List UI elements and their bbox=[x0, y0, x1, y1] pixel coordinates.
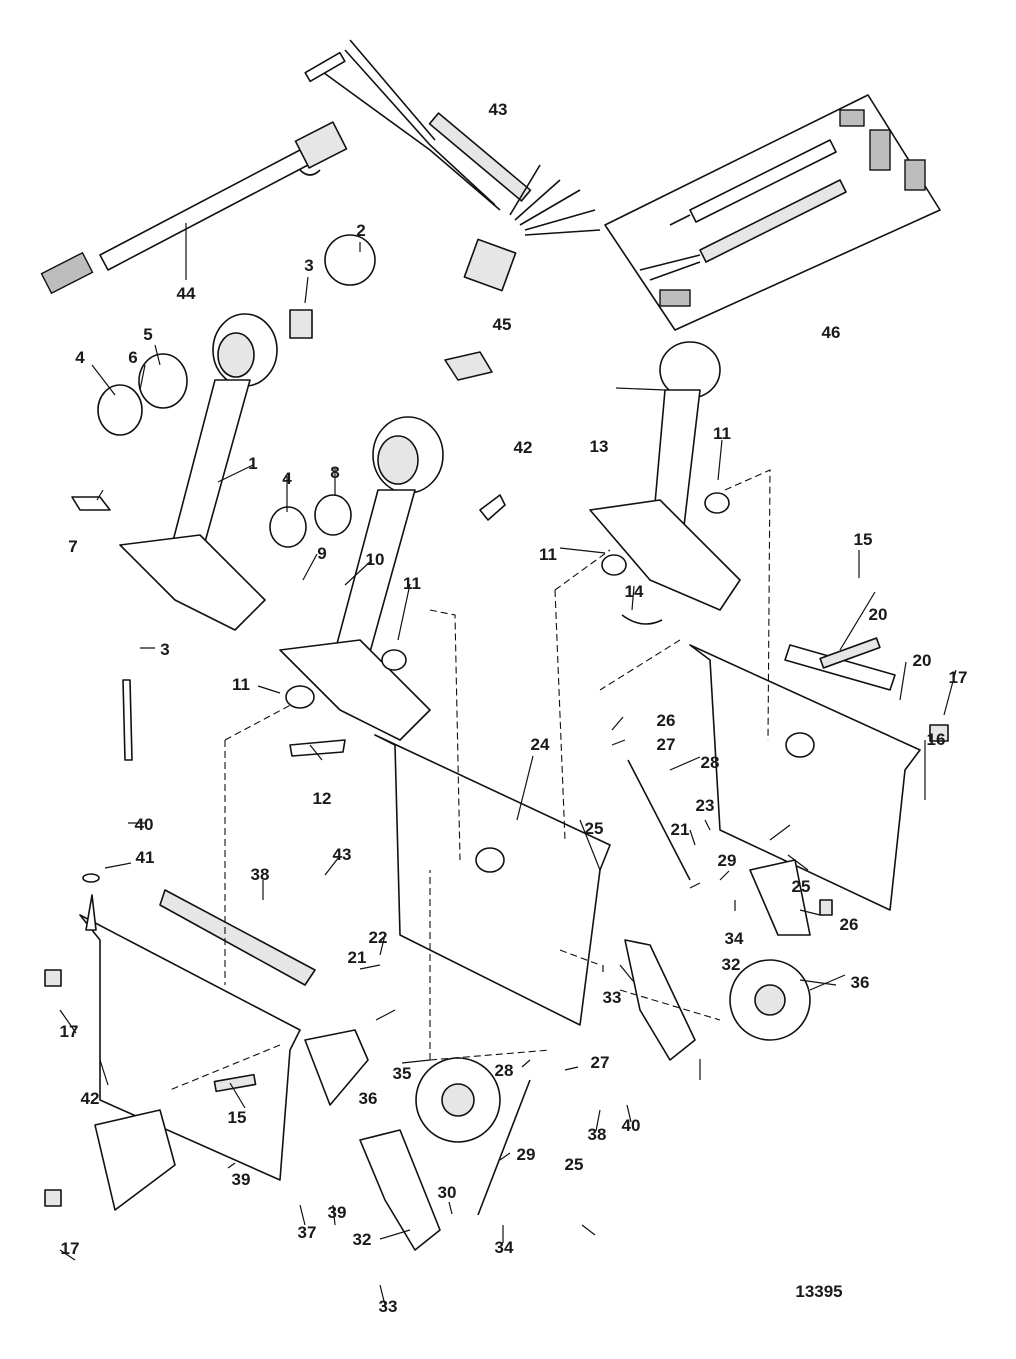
callout-45: 43 bbox=[489, 100, 508, 119]
control-handle-10 bbox=[279, 416, 444, 741]
callout-31: 32 bbox=[353, 1230, 372, 1249]
callout-23: 25 bbox=[792, 877, 811, 896]
callout-9: 9 bbox=[317, 544, 326, 563]
callout-46: 44 bbox=[177, 284, 196, 303]
callout-28-bottom: 29 bbox=[517, 1145, 536, 1164]
callout-21-right: 23 bbox=[696, 796, 715, 815]
callout-12: 12 bbox=[313, 789, 332, 808]
callout-11-right-top: 11 bbox=[713, 424, 731, 443]
link-rod-28-upper bbox=[627, 759, 691, 881]
callout-22: 24 bbox=[531, 735, 550, 754]
assembly-lines bbox=[169, 469, 771, 1091]
harness-48 bbox=[604, 94, 941, 331]
callout-48: 46 bbox=[822, 323, 841, 342]
callout-3-left: 3 bbox=[160, 640, 169, 659]
callout-25-bottom-text: 25 bbox=[565, 1155, 584, 1174]
callout-35: 36 bbox=[359, 1089, 378, 1108]
link-rod-28-lower bbox=[477, 1079, 531, 1216]
callout-14: 14 bbox=[625, 582, 644, 601]
callout-8: 8 bbox=[330, 463, 339, 482]
callout-36-left: 37 bbox=[298, 1223, 317, 1242]
plate-39 bbox=[79, 889, 316, 1181]
callout-10: 10 bbox=[366, 550, 385, 569]
callout-47: 45 bbox=[493, 315, 512, 334]
callout-11-right: 11 bbox=[539, 545, 557, 564]
plate-22 bbox=[374, 734, 611, 1026]
callout-43-text: 43 bbox=[333, 845, 352, 864]
callout-4-left: 4 bbox=[75, 348, 85, 367]
callout-21-center: 22 bbox=[369, 928, 388, 947]
callout-29-bottom: 30 bbox=[438, 1183, 457, 1202]
callout-26-bottom: 27 bbox=[591, 1053, 610, 1072]
callout-41-text: 41 bbox=[136, 848, 155, 867]
callout-34-center: 35 bbox=[393, 1064, 412, 1083]
callout-24: 26 bbox=[840, 915, 859, 934]
callout-25-top: 25 bbox=[585, 819, 604, 838]
callout-11-center: 11 bbox=[403, 574, 421, 593]
callout-27-bottom: 28 bbox=[495, 1061, 514, 1080]
callout-7: 7 bbox=[68, 537, 77, 556]
callout-36-right: 38 bbox=[588, 1125, 607, 1144]
callout-17-left: 17 bbox=[60, 1022, 79, 1041]
leader-lines bbox=[59, 223, 957, 1310]
callout-16: 16 bbox=[927, 730, 946, 749]
callout-19: 20 bbox=[913, 651, 932, 670]
callout-44: 42 bbox=[514, 438, 533, 457]
callout-32-right: 33 bbox=[603, 988, 622, 1007]
control-handle-13 bbox=[589, 341, 741, 611]
callout-27-top: 27 bbox=[657, 735, 676, 754]
callout-39-text: 39 bbox=[232, 1170, 251, 1189]
callout-13: 13 bbox=[590, 437, 609, 456]
callout-5: 5 bbox=[143, 325, 152, 344]
callout-38-text: 38 bbox=[251, 865, 270, 884]
callout-20-center: 21 bbox=[348, 948, 367, 967]
callout-26-top: 26 bbox=[657, 711, 676, 730]
callout-6: 6 bbox=[128, 348, 137, 367]
callout-15-right: 15 bbox=[854, 530, 873, 549]
callout-labels: 44 2 3 4 5 6 1 7 4 8 9 10 11 11 3 12 13 … bbox=[60, 100, 968, 1316]
harness-45 bbox=[304, 39, 601, 292]
callout-20-right: 21 bbox=[671, 820, 690, 839]
callout-1: 1 bbox=[248, 454, 257, 473]
callout-30: 32 bbox=[722, 955, 741, 974]
plate-19 bbox=[689, 644, 921, 911]
clip-47 bbox=[444, 351, 493, 381]
callout-37-left: 39 bbox=[328, 1203, 347, 1222]
harness-46 bbox=[40, 121, 348, 295]
arm-31 bbox=[359, 1129, 441, 1251]
callout-4-center: 4 bbox=[282, 469, 292, 488]
callout-2: 2 bbox=[356, 221, 365, 240]
callout-33-bottom: 34 bbox=[495, 1238, 514, 1257]
callout-33-top: 34 bbox=[725, 929, 744, 948]
callout-15-left: 15 bbox=[228, 1108, 247, 1127]
figure-number: 13395 bbox=[795, 1282, 842, 1301]
callout-28-top: 28 bbox=[701, 753, 720, 772]
callout-40-text: 40 bbox=[135, 815, 154, 834]
callout-42-text: 42 bbox=[81, 1089, 100, 1108]
callout-3-top: 3 bbox=[304, 256, 313, 275]
small-parts bbox=[44, 234, 949, 1211]
callout-18: 20 bbox=[869, 605, 888, 624]
control-handle-1 bbox=[119, 313, 278, 631]
arm-30 bbox=[624, 939, 696, 1061]
callout-34-right: 36 bbox=[851, 973, 870, 992]
callout-32-bottom: 33 bbox=[379, 1297, 398, 1316]
callout-37-right: 40 bbox=[622, 1116, 641, 1135]
callout-17-right: 17 bbox=[949, 668, 968, 687]
callout-11-left: 11 bbox=[232, 675, 250, 694]
callout-17-bottom: 17 bbox=[61, 1239, 80, 1258]
callout-29-top: 29 bbox=[718, 851, 737, 870]
